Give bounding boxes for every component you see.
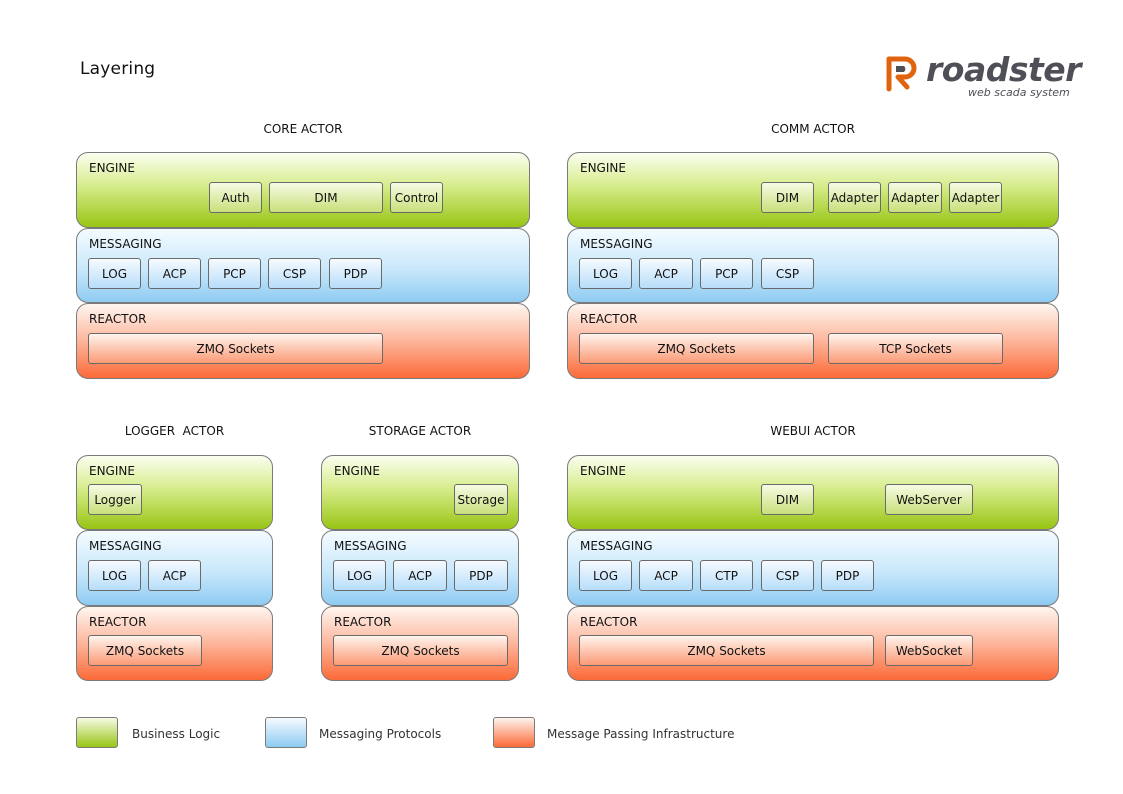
logo-wordmark: roadster (926, 50, 1081, 89)
component-csp: CSP (761, 560, 814, 591)
component-dim: DIM (269, 182, 383, 213)
component-acp: ACP (148, 258, 201, 289)
comm-messaging-layer: MESSAGING LOG ACP PCP CSP (567, 228, 1059, 303)
component-pcp: PCP (700, 258, 753, 289)
layer-label-reactor: REACTOR (89, 312, 147, 326)
component-pcp: PCP (208, 258, 261, 289)
logger-actor-title: LOGGER ACTOR (124, 424, 225, 438)
component-acp: ACP (148, 560, 201, 591)
component-acp: ACP (393, 560, 447, 591)
component-control: Control (390, 182, 443, 213)
legend-label-business-logic: Business Logic (132, 727, 221, 741)
roadster-logo: roadster web scada system (880, 50, 1081, 102)
component-log: LOG (88, 560, 141, 591)
component-acp: ACP (639, 560, 693, 591)
component-auth: Auth (209, 182, 262, 213)
logo-tagline: web scada system (968, 86, 1070, 99)
page-title: Layering (80, 59, 156, 79)
component-webserver: WebServer (885, 484, 973, 515)
storage-engine-layer: ENGINE Storage (321, 455, 519, 530)
storage-actor-title: STORAGE ACTOR (368, 424, 472, 438)
logger-engine-layer: ENGINE Logger (76, 455, 273, 530)
component-pdp: PDP (329, 258, 382, 289)
legend-swatch-message-passing (493, 717, 535, 748)
layer-label-engine: ENGINE (89, 464, 135, 478)
webui-messaging-layer: MESSAGING LOG ACP CTP CSP PDP (567, 530, 1059, 606)
layer-label-reactor: REACTOR (334, 615, 392, 629)
component-adapter: Adapter (888, 182, 942, 213)
component-zmq-sockets: ZMQ Sockets (579, 635, 874, 666)
component-zmq-sockets: ZMQ Sockets (579, 333, 814, 364)
layer-label-messaging: MESSAGING (580, 237, 653, 251)
component-log: LOG (333, 560, 386, 591)
core-engine-layer: ENGINE Auth DIM Control (76, 152, 530, 228)
logger-reactor-layer: REACTOR ZMQ Sockets (76, 606, 273, 681)
comm-engine-layer: ENGINE DIM Adapter Adapter Adapter (567, 152, 1059, 228)
layer-label-reactor: REACTOR (580, 615, 638, 629)
webui-actor-title: WEBUI ACTOR (770, 424, 856, 438)
webui-engine-layer: ENGINE DIM WebServer (567, 455, 1059, 530)
component-tcp-sockets: TCP Sockets (828, 333, 1003, 364)
component-log: LOG (579, 560, 632, 591)
roadster-r-icon (886, 56, 917, 92)
legend-label-message-passing: Message Passing Infrastructure (547, 727, 735, 741)
layer-label-engine: ENGINE (334, 464, 380, 478)
component-zmq-sockets: ZMQ Sockets (88, 635, 202, 666)
core-actor-title: CORE ACTOR (263, 122, 343, 136)
core-reactor-layer: REACTOR ZMQ Sockets (76, 303, 530, 379)
layer-label-reactor: REACTOR (580, 312, 638, 326)
comm-actor-title: COMM ACTOR (771, 122, 855, 136)
webui-reactor-layer: REACTOR ZMQ Sockets WebSocket (567, 606, 1059, 681)
component-csp: CSP (761, 258, 814, 289)
component-log: LOG (88, 258, 141, 289)
component-pdp: PDP (821, 560, 874, 591)
layer-label-messaging: MESSAGING (89, 237, 162, 251)
storage-messaging-layer: MESSAGING LOG ACP PDP (321, 530, 519, 606)
layer-label-messaging: MESSAGING (580, 539, 653, 553)
logger-messaging-layer: MESSAGING LOG ACP (76, 530, 273, 606)
storage-reactor-layer: REACTOR ZMQ Sockets (321, 606, 519, 681)
component-storage: Storage (454, 484, 508, 515)
component-adapter: Adapter (828, 182, 881, 213)
legend-label-messaging-protocols: Messaging Protocols (319, 727, 442, 741)
layer-label-reactor: REACTOR (89, 615, 147, 629)
layer-label-messaging: MESSAGING (89, 539, 162, 553)
component-logger: Logger (88, 484, 142, 515)
component-zmq-sockets: ZMQ Sockets (333, 635, 508, 666)
component-csp: CSP (268, 258, 321, 289)
layer-label-engine: ENGINE (89, 161, 135, 175)
component-dim: DIM (761, 484, 814, 515)
layer-label-engine: ENGINE (580, 464, 626, 478)
component-ctp: CTP (700, 560, 753, 591)
component-acp: ACP (639, 258, 693, 289)
legend-swatch-business-logic (76, 717, 118, 748)
component-websocket: WebSocket (885, 635, 973, 666)
legend-swatch-messaging-protocols (265, 717, 307, 748)
component-adapter: Adapter (949, 182, 1002, 213)
layer-label-engine: ENGINE (580, 161, 626, 175)
component-zmq-sockets: ZMQ Sockets (88, 333, 383, 364)
layer-label-messaging: MESSAGING (334, 539, 407, 553)
comm-reactor-layer: REACTOR ZMQ Sockets TCP Sockets (567, 303, 1059, 379)
component-log: LOG (579, 258, 632, 289)
component-dim: DIM (761, 182, 814, 213)
component-pdp: PDP (454, 560, 508, 591)
core-messaging-layer: MESSAGING LOG ACP PCP CSP PDP (76, 228, 530, 303)
